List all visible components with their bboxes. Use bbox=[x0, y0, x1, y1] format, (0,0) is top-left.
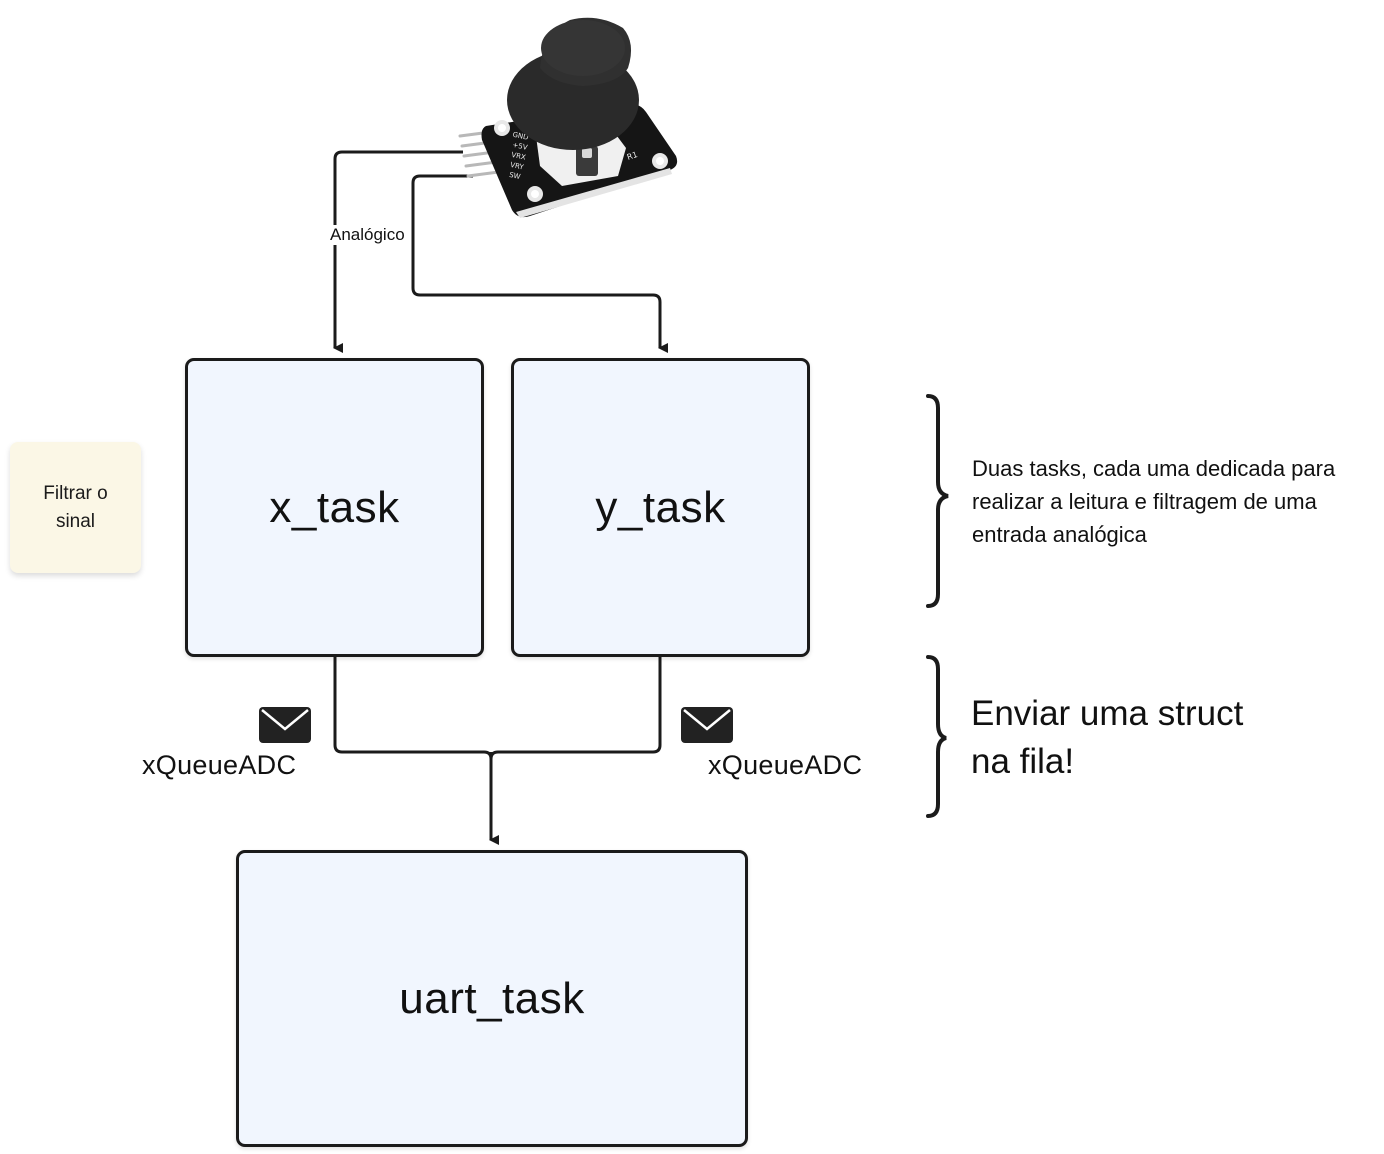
svg-text:GND: GND bbox=[512, 131, 529, 142]
queue-label-y: xQueueADC bbox=[708, 750, 863, 780]
y-task-label: y_task bbox=[595, 482, 726, 532]
sticky-note-text: Filtrar o sinal bbox=[43, 482, 108, 532]
svg-text:VRY: VRY bbox=[510, 161, 526, 172]
y-task-box[interactable]: y_task bbox=[511, 358, 810, 657]
sticky-note-filter-signal[interactable]: Filtrar o sinal bbox=[10, 442, 141, 573]
connector-y-task-to-merge bbox=[489, 655, 662, 760]
brace-queue bbox=[926, 655, 947, 818]
svg-text:R1: R1 bbox=[626, 150, 639, 162]
x-task-box[interactable]: x_task bbox=[185, 358, 484, 657]
connector-joystick-to-y-task bbox=[411, 174, 668, 353]
connector-label-analog: Analógico bbox=[329, 225, 406, 245]
envelope-icon bbox=[681, 707, 733, 743]
uart-task-box[interactable]: uart_task bbox=[236, 850, 748, 1147]
annotation-queue-description: Enviar uma struct na fila! bbox=[971, 694, 1244, 781]
connector-x-task-to-merge bbox=[333, 655, 493, 760]
connector-joystick-to-x-task bbox=[333, 150, 463, 353]
x-task-label: x_task bbox=[269, 482, 400, 532]
svg-text:+5V: +5V bbox=[512, 141, 529, 152]
queue-label-x: xQueueADC bbox=[142, 750, 297, 780]
annotation-tasks-description: Duas tasks, cada uma dedicada para reali… bbox=[972, 456, 1336, 547]
brace-tasks bbox=[926, 394, 949, 608]
svg-text:SW: SW bbox=[508, 171, 521, 181]
uart-task-label: uart_task bbox=[399, 973, 585, 1023]
envelope-icon bbox=[259, 707, 311, 743]
svg-text:VRX: VRX bbox=[511, 151, 527, 162]
